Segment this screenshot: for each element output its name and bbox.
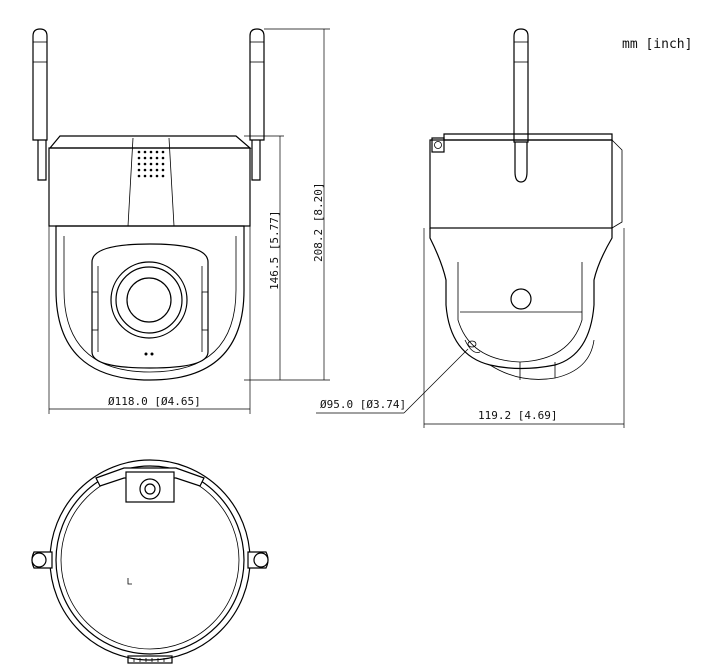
dome xyxy=(55,225,245,381)
right-antenna xyxy=(249,28,265,181)
bottom-view xyxy=(31,459,269,664)
units-label: mm [inch] xyxy=(622,37,692,52)
lens-glass xyxy=(126,277,172,323)
bottom-screw xyxy=(139,478,161,500)
lens-ring-outer xyxy=(110,261,188,339)
left-antenna xyxy=(32,28,48,181)
side-indicator xyxy=(510,288,532,310)
bottom-bracket xyxy=(95,467,205,503)
speaker-grille xyxy=(137,150,165,178)
side-body xyxy=(429,228,613,380)
side-dimensions: 119.2 [4.69] Ø95.0 [Ø3.74] xyxy=(316,228,625,428)
bottom-mount-left xyxy=(31,551,53,569)
lens-diameter-label: Ø95.0 [Ø3.74] xyxy=(320,398,406,411)
side-housing xyxy=(429,133,623,229)
lens-ring-middle xyxy=(115,266,183,334)
side-view: 119.2 [4.69] Ø95.0 [Ø3.74] xyxy=(316,28,625,428)
height-body-label: 146.5 [5.77] xyxy=(268,211,281,290)
bottom-vent xyxy=(127,655,173,664)
front-dimensions: 208.2 [8.20] 146.5 [5.77] Ø118.0 [Ø4.65] xyxy=(48,28,330,414)
lens-module xyxy=(91,243,209,369)
depth-label: 119.2 [4.69] xyxy=(478,409,557,422)
height-total-label: 208.2 [8.20] xyxy=(312,183,325,262)
top-housing xyxy=(48,135,252,227)
front-view: 208.2 [8.20] 146.5 [5.77] Ø118.0 [Ø4.65] xyxy=(32,28,330,414)
side-mount-screw xyxy=(431,137,445,153)
bottom-mount-right xyxy=(247,551,269,569)
side-antenna xyxy=(513,28,529,183)
dome-diameter-label: Ø118.0 [Ø4.65] xyxy=(108,395,201,408)
